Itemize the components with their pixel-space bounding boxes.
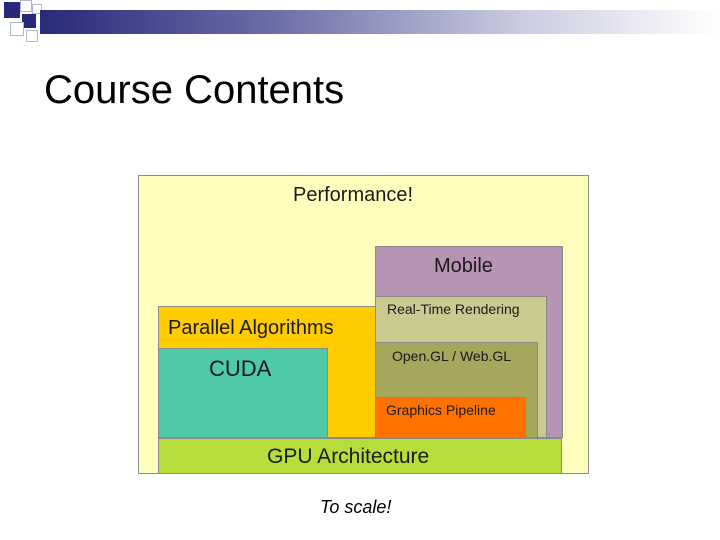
performance-label: Performance! — [293, 184, 414, 206]
decor-header-bar — [40, 10, 720, 34]
cuda-label: CUDA — [209, 356, 272, 381]
mobile-label: Mobile — [434, 255, 493, 277]
parallel-algorithms-label: Parallel Algorithms — [168, 317, 334, 339]
slide-title: Course Contents — [44, 68, 345, 112]
gpu-architecture-label: GPU Architecture — [267, 445, 430, 468]
decor-square — [10, 22, 24, 36]
real-time-rendering-label: Real-Time Rendering — [387, 301, 520, 317]
opengl-webgl-label: Open.GL / Web.GL — [392, 348, 512, 364]
decor-square — [32, 4, 42, 14]
decor-square — [22, 14, 36, 28]
graphics-pipeline-box: Graphics Pipeline — [375, 397, 526, 438]
decor-square — [4, 2, 20, 18]
decor-square — [26, 30, 38, 42]
gpu-architecture-box: GPU Architecture — [158, 438, 562, 474]
cuda-box: CUDA — [158, 348, 328, 438]
decor-square — [20, 0, 32, 12]
graphics-pipeline-label: Graphics Pipeline — [386, 402, 496, 418]
scale-caption: To scale! — [320, 497, 392, 517]
